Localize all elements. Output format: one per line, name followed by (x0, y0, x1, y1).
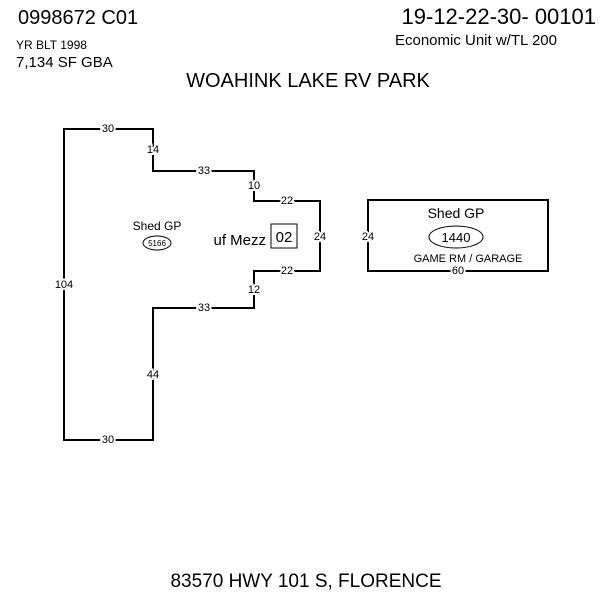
outbuilding-code: 1440 (442, 230, 471, 245)
dim-label: 60 (452, 265, 464, 277)
mezz-label: uf Mezz (213, 232, 266, 249)
mezz-box (270, 223, 298, 249)
economic-unit-note: Economic Unit w/TL 200 (395, 32, 557, 49)
main-building-label: Shed GP (133, 219, 182, 233)
year-built: YR BLT 1998 (16, 38, 87, 52)
dim-label: 33 (198, 165, 210, 177)
dim-label: 12 (248, 284, 260, 296)
dim-label: 24 (314, 231, 326, 243)
outbuilding-outline (367, 199, 549, 272)
gross-area: 7,134 SF GBA (16, 54, 113, 71)
dim-label: 24 (362, 231, 374, 243)
property-title: WOAHINK LAKE RV PARK (186, 70, 430, 92)
map-tax-lot: 19-12-22-30- 00101 (402, 4, 596, 29)
outbuilding-use: GAME RM / GARAGE (414, 253, 523, 265)
code-ellipse (142, 235, 172, 251)
main-building-code: 5166 (148, 239, 166, 248)
dim-label: 44 (147, 369, 159, 381)
dim-label: 30 (102, 434, 114, 446)
property-address: 83570 HWY 101 S, FLORENCE (170, 571, 441, 592)
dim-label: 22 (281, 195, 293, 207)
dim-label: 22 (281, 265, 293, 277)
outbuilding-label: Shed GP (428, 205, 485, 221)
dim-label: 30 (102, 123, 114, 135)
main-building-outline (63, 128, 321, 441)
dim-label: 104 (55, 279, 73, 291)
dim-label: 10 (248, 180, 260, 192)
dim-label: 33 (198, 302, 210, 314)
account-number: 0998672 C01 (18, 7, 138, 29)
code-ellipse (428, 225, 484, 249)
dim-label: 14 (147, 144, 159, 156)
mezz-code: 02 (276, 229, 293, 246)
